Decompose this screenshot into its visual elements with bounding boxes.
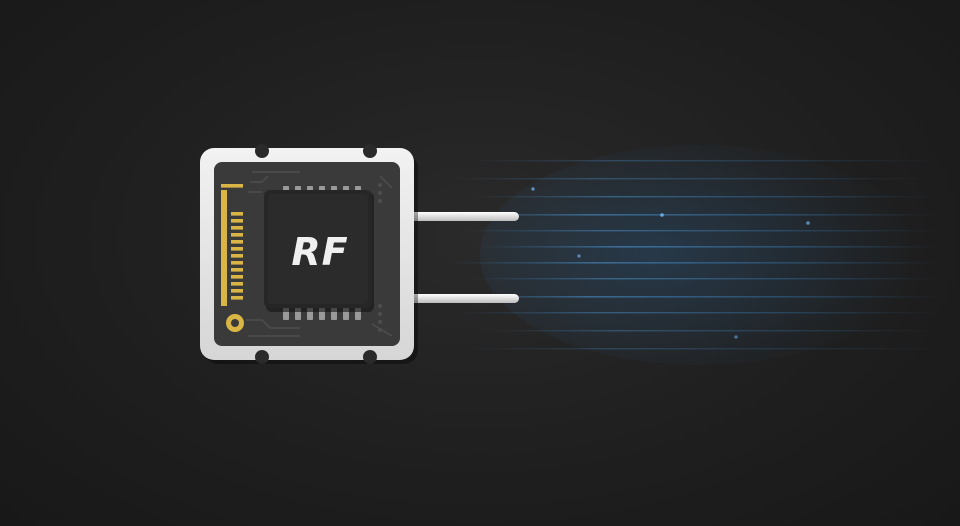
chip-label: RF	[291, 230, 349, 274]
rf-module-icon	[200, 144, 519, 364]
signal-lines-icon	[440, 145, 940, 365]
